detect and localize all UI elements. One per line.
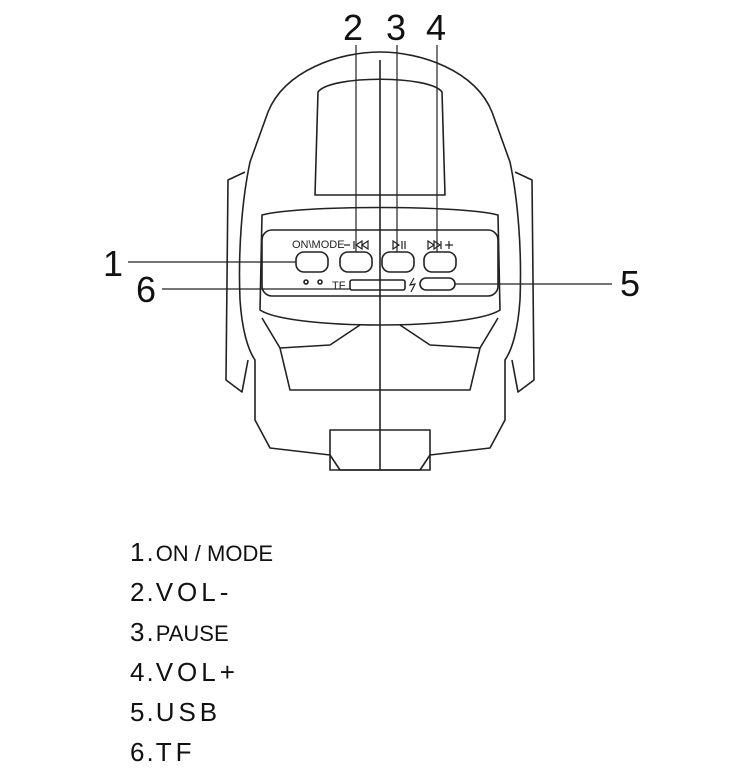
mouth-right	[399, 317, 499, 349]
vol-minus-button	[339, 251, 373, 273]
indicator-led-1	[303, 279, 309, 285]
play-pause-icon	[392, 239, 406, 251]
tf-card-slot	[349, 279, 406, 291]
callout-6: 6	[136, 269, 156, 310]
usb-port	[419, 277, 456, 291]
minus-prev-icon	[344, 239, 369, 251]
chin	[279, 347, 481, 391]
on-mode-label: ON\MODE	[292, 239, 345, 251]
legend-item-on-mode: 1.ON / MODE	[130, 537, 274, 567]
legend: 1.ON / MODE 2.VOL- 3.PAUSE 4.VOL+ 5.USB …	[130, 532, 530, 772]
face-plate	[259, 206, 501, 326]
vol-plus-button	[423, 251, 457, 273]
legend-item-vol-plus: 4.VOL+	[130, 657, 239, 687]
left-ear	[225, 171, 249, 393]
callout-5: 5	[620, 263, 640, 304]
tf-label: TF	[332, 280, 346, 292]
lightning-icon	[408, 277, 417, 293]
base-stand	[329, 429, 431, 471]
callout-4: 4	[426, 7, 446, 48]
callout-1: 1	[103, 243, 123, 284]
right-ear	[511, 171, 535, 393]
control-panel	[261, 229, 499, 297]
legend-item-pause: 3.PAUSE	[130, 617, 229, 647]
on-mode-button	[295, 251, 329, 273]
speaker-diagram: ON\MODE TF 1 2 3 4 5 6	[103, 7, 640, 471]
mouth-left	[261, 317, 361, 349]
legend-item-usb: 5.USB	[130, 697, 222, 727]
legend-item-tf: 6.TF	[130, 737, 196, 767]
pause-button	[381, 251, 415, 273]
next-plus-icon	[427, 239, 453, 251]
callout-3: 3	[386, 7, 406, 48]
speaker-body-outline	[238, 51, 522, 471]
helmet-crest	[314, 78, 446, 196]
indicator-led-2	[317, 279, 323, 285]
legend-item-vol-minus: 2.VOL-	[130, 577, 233, 607]
callout-2: 2	[343, 7, 363, 48]
